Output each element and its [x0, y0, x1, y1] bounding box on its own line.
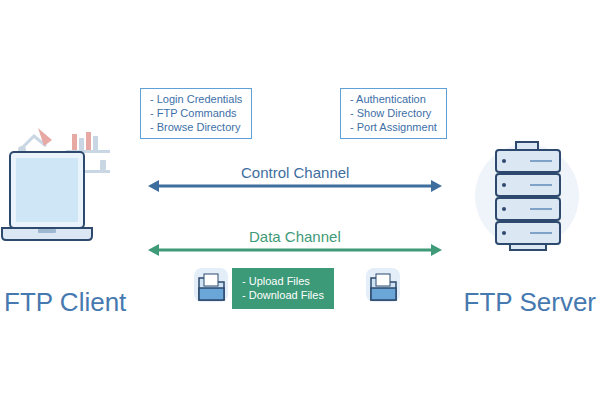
list-item: - Show Directory	[350, 107, 437, 121]
list-item: - Port Assignment	[350, 121, 437, 135]
arrow-head	[431, 244, 442, 256]
callout-box: - Authentication- Show Directory- Port A…	[340, 88, 447, 139]
node-heading: FTP Server	[464, 287, 596, 318]
laptop-icon	[2, 152, 92, 240]
list-item: - Download Files	[242, 288, 324, 302]
channel-arrow	[148, 180, 442, 192]
arrow-head	[431, 180, 442, 192]
list-item: - FTP Commands	[150, 107, 242, 121]
arrow-head	[148, 180, 159, 192]
list-item: - Upload Files	[242, 274, 324, 288]
channel-line	[156, 249, 434, 252]
channel-label: Data Channel	[245, 228, 345, 245]
channel-arrow	[148, 244, 442, 256]
channel-label: Control Channel	[237, 164, 353, 181]
node-heading: FTP Client	[4, 287, 126, 318]
data-box: - Upload Files- Download Files	[232, 268, 334, 309]
list-item: - Authentication	[350, 93, 437, 107]
folder-icon	[194, 268, 228, 302]
callout-box: - Login Credentials- FTP Commands- Brows…	[140, 88, 252, 139]
channel-line	[156, 185, 434, 188]
client-node: FTP Client	[0, 140, 140, 320]
list-item: - Login Credentials	[150, 93, 242, 107]
folder-icon	[366, 268, 400, 302]
list-item: - Browse Directory	[150, 121, 242, 135]
arrow-head	[148, 244, 159, 256]
server-icon	[475, 142, 579, 250]
server-node: FTP Server	[450, 140, 600, 320]
